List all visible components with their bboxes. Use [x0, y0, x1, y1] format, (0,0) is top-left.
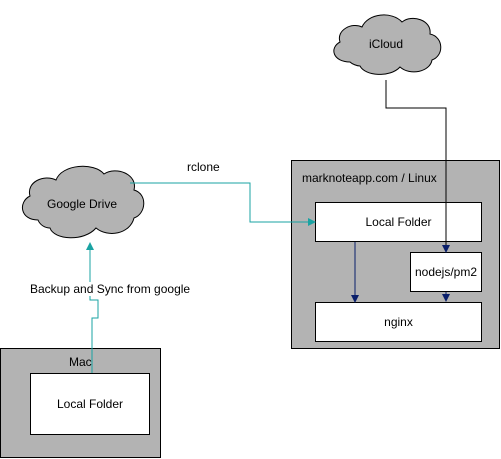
mac-local-folder-label: Local Folder: [56, 397, 124, 411]
nginx-box: nginx: [315, 302, 482, 342]
backup-sync-label: Backup and Sync from google: [30, 282, 191, 296]
nodejs-pm2-box: nodejs/pm2: [410, 252, 482, 292]
google-drive-cloud-icon: [22, 165, 145, 239]
nodejs-pm2-label: nodejs/pm2: [414, 265, 478, 279]
icloud-label: iCloud: [368, 37, 404, 51]
icloud-cloud-icon: [333, 14, 442, 75]
google-drive-label: Google Drive: [46, 197, 118, 211]
rclone-edge: [130, 182, 316, 226]
icloud-to-nodejs-edge: [385, 80, 450, 253]
mac-local-folder-box: Local Folder: [30, 373, 150, 435]
rclone-label: rclone: [187, 160, 220, 174]
nginx-label: nginx: [384, 315, 413, 329]
linux-local-folder-label: Local Folder: [365, 215, 432, 229]
backup-sync-edge: [86, 242, 99, 373]
mac-group-label: Mac: [69, 355, 92, 369]
linux-server-label: marknoteapp.com / Linux: [302, 171, 437, 185]
